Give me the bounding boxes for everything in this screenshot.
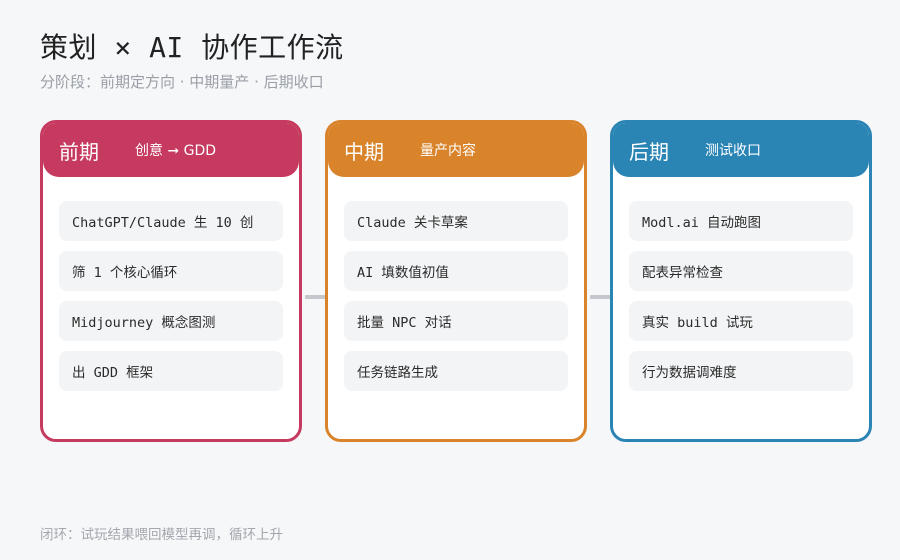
stage-title: 前期 [59,139,99,164]
stage-item-list: Modl.ai 自动跑图 配表异常检查 真实 build 试玩 行为数据调难度 [613,177,869,391]
stage-subtitle: 测试收口 [705,143,761,159]
page-subtitle: 分阶段：前期定方向 · 中期量产 · 后期收口 [40,73,324,91]
stage-item-list: Claude 关卡草案 AI 填数值初值 批量 NPC 对话 任务链路生成 [328,177,584,391]
stage-card-early: 前期 创意 ➞ GDD ChatGPT/Claude 生 10 创 筛 1 个核… [40,120,302,442]
stage-card-middle: 中期 量产内容 Claude 关卡草案 AI 填数值初值 批量 NPC 对话 任… [325,120,587,442]
stage-item: 筛 1 个核心循环 [59,251,283,291]
stage-title: 中期 [344,139,384,164]
stage-item: 行为数据调难度 [629,351,853,391]
stage-header: 后期 测试收口 [613,123,869,177]
stage-item: 配表异常检查 [629,251,853,291]
stage-item: AI 填数值初值 [344,251,568,291]
stage-item: 真实 build 试玩 [629,301,853,341]
stage-item: 任务链路生成 [344,351,568,391]
stage-item-list: ChatGPT/Claude 生 10 创 筛 1 个核心循环 Midjourn… [43,177,299,391]
stage-item: Modl.ai 自动跑图 [629,201,853,241]
stage-item: Claude 关卡草案 [344,201,568,241]
stage-item: Midjourney 概念图测 [59,301,283,341]
stage-title: 后期 [629,139,669,164]
stage-item: 出 GDD 框架 [59,351,283,391]
stage-subtitle: 量产内容 [420,143,476,159]
footer-note: 闭环：试玩结果喂回模型再调，循环上升 [40,527,283,543]
stage-item: 批量 NPC 对话 [344,301,568,341]
connector-line [590,295,611,299]
stage-item: ChatGPT/Claude 生 10 创 [59,201,283,241]
page-title: 策划 × AI 协作工作流 [40,31,344,64]
stage-header: 中期 量产内容 [328,123,584,177]
stage-card-late: 后期 测试收口 Modl.ai 自动跑图 配表异常检查 真实 build 试玩 … [610,120,872,442]
stage-subtitle: 创意 ➞ GDD [135,143,217,159]
connector-line [305,295,326,299]
stage-header: 前期 创意 ➞ GDD [43,123,299,177]
